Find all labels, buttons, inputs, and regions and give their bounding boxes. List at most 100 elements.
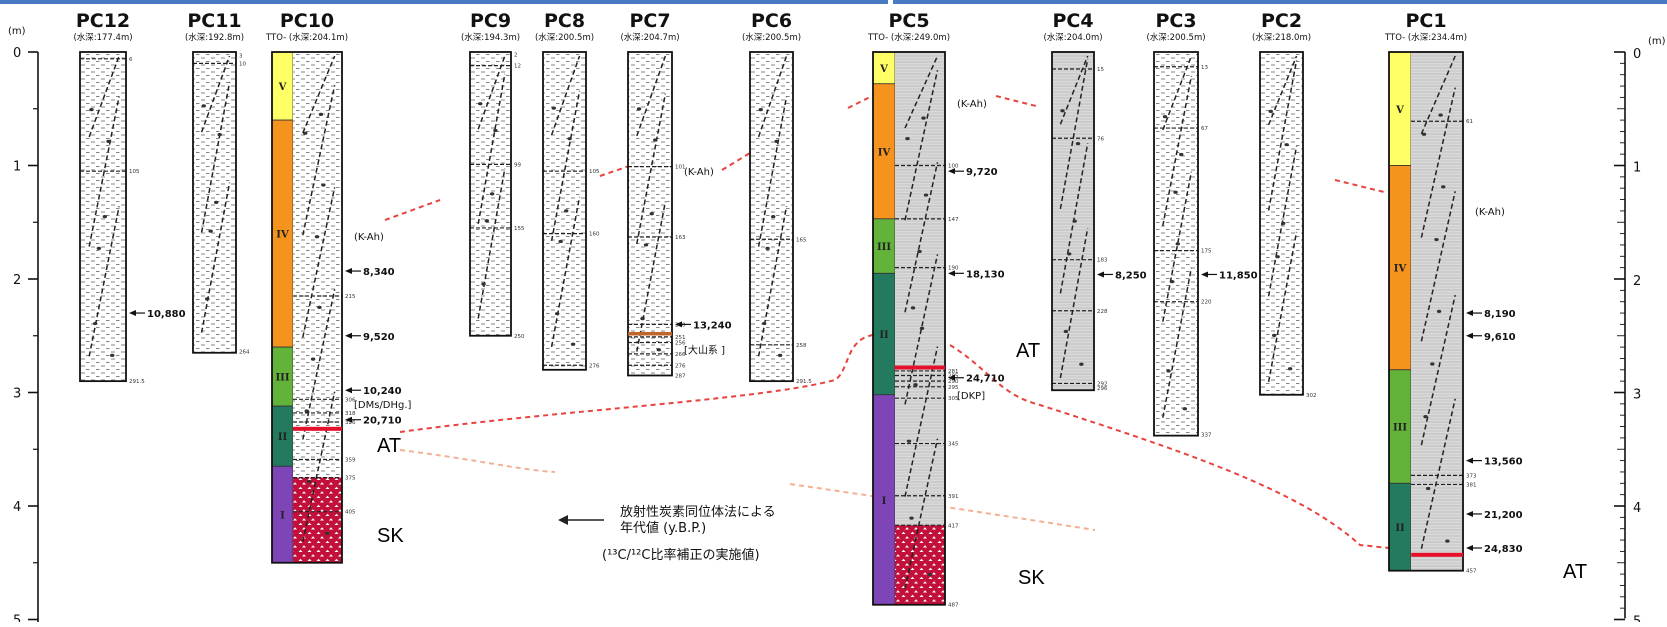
- core-outline: [1259, 51, 1304, 396]
- at-label-pc5: AT: [1016, 340, 1040, 362]
- sample-depth-label: 305: [948, 396, 959, 402]
- core-water-depth: (水深:177.4m): [73, 32, 132, 43]
- at-tephra-band: [894, 365, 945, 370]
- core-title: PC8: [544, 10, 585, 32]
- sample-depth-label: 292: [1097, 381, 1108, 387]
- kah-correlation-1: [384, 199, 441, 221]
- sk-zone: [293, 477, 342, 563]
- core-title: PC9: [470, 10, 511, 32]
- sample-depth-label: 291.5: [129, 379, 145, 385]
- core-outline: [271, 51, 343, 564]
- axis-tick-label-left: 4: [13, 500, 21, 515]
- sample-depth-label: 276: [589, 363, 600, 369]
- core-title: PC2: [1261, 10, 1302, 32]
- radiocarbon-age: 11,850: [1219, 270, 1258, 281]
- core-outline: [1051, 51, 1095, 392]
- correlation-lines: [384, 91, 1390, 549]
- horizon-tag: (K-Ah): [684, 167, 714, 178]
- radiocarbon-age: 24,830: [1484, 544, 1523, 555]
- daisen-tephra-band: [628, 331, 672, 336]
- axis-tick-label-left: 0: [13, 46, 21, 61]
- sample-depth-label: 228: [1097, 309, 1108, 315]
- sample-depth-label: 76: [1097, 136, 1104, 142]
- axis-tick-label-left: 5: [13, 614, 21, 623]
- sample-depth-label: 318: [345, 411, 356, 417]
- horizon-tag: [大山系 ]: [684, 343, 725, 356]
- sample-depth-label: 61: [1466, 119, 1473, 125]
- core-water-depth: (水深:218.0m): [1252, 32, 1311, 43]
- horizon-tag: (K-Ah): [957, 99, 987, 110]
- sample-depth-label: 215: [345, 294, 356, 300]
- axis-tick-label-left: 1: [13, 160, 21, 175]
- sample-depth-label: 264: [239, 350, 250, 356]
- sample-depth-label: 175: [1201, 249, 1212, 255]
- axis-tick-label-right: 1: [1633, 161, 1641, 176]
- sample-depth-label: 405: [345, 510, 356, 516]
- unit-label: IV: [1394, 264, 1407, 275]
- sample-depth-label: 359: [345, 457, 356, 463]
- sk-label-pc5: SK: [1018, 567, 1045, 589]
- sample-depth-label: 100: [948, 164, 959, 170]
- horizon-tag: [DMs/DHg.]: [354, 400, 412, 411]
- sample-depth-label: 165: [796, 237, 807, 243]
- sample-depth-label: 296: [1097, 386, 1108, 392]
- unit-label: V: [1395, 105, 1404, 116]
- sample-depth-label: 417: [948, 523, 959, 529]
- core-outline: [192, 51, 237, 354]
- sample-depth-label: 266: [675, 352, 686, 358]
- axis-unit-right: (m): [1648, 36, 1666, 47]
- sample-depth-label: 487: [948, 603, 959, 609]
- sample-depth-label: 147: [948, 217, 959, 223]
- sample-depth-label: 160: [589, 232, 600, 238]
- unit-label: II: [879, 330, 889, 341]
- sample-depth-label: 2: [514, 52, 518, 58]
- unit-label: I: [280, 511, 285, 522]
- unit-label: I: [882, 496, 887, 507]
- core-water-depth: (水深:200.5m): [1146, 32, 1205, 43]
- unit-label: III: [275, 373, 289, 384]
- radiocarbon-age: 13,560: [1484, 457, 1523, 468]
- axis-tick-label-left: 2: [13, 273, 21, 288]
- radiocarbon-age: 21,200: [1484, 510, 1523, 521]
- core-water-depth: TTO- (水深:249.0m): [867, 32, 950, 43]
- sk-label-pc10: SK: [377, 525, 404, 547]
- sample-depth-label: 101: [675, 165, 686, 171]
- sample-depth-label: 373: [1466, 473, 1477, 479]
- kah-correlation-6: [1334, 179, 1385, 193]
- kah-correlation-5: [995, 95, 1037, 107]
- core-water-depth: (水深:192.8m): [185, 32, 244, 43]
- sample-depth-label: 13: [1201, 65, 1208, 71]
- radiocarbon-age: 9,610: [1484, 332, 1516, 343]
- core-title: PC10: [280, 10, 334, 32]
- unit-label: IV: [878, 147, 891, 158]
- core-water-depth: (水深:194.3m): [461, 32, 520, 43]
- sample-depth-label: 183: [1097, 258, 1108, 264]
- sample-depth-label: 258: [796, 343, 807, 349]
- unit-label: V: [278, 82, 287, 93]
- unit-label: II: [1395, 523, 1405, 534]
- sk-zone: [895, 525, 945, 605]
- sample-depth-label: 290: [948, 379, 959, 385]
- sample-depth-label: 99: [514, 162, 521, 168]
- sk-correlation-right: [789, 483, 1096, 531]
- sample-depth-label: 391: [948, 494, 959, 500]
- core-outline: [627, 51, 673, 377]
- core-water-depth: (水深:200.5m): [742, 32, 801, 43]
- sample-depth-label: 295: [948, 385, 959, 391]
- horizon-tag: [DKP]: [957, 391, 985, 402]
- core-title: PC3: [1155, 10, 1196, 32]
- sample-depth-label: 375: [345, 476, 356, 482]
- legend-arrow-head: [558, 515, 568, 525]
- radiocarbon-age: 8,190: [1484, 309, 1516, 320]
- at-correlation-left: [399, 334, 874, 433]
- core-outline: [469, 51, 512, 337]
